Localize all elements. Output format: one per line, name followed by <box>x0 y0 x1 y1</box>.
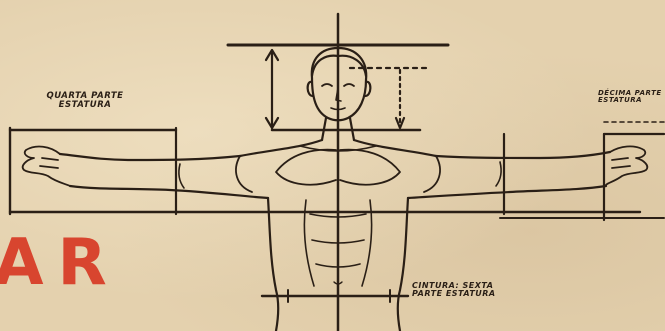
eye-right <box>344 84 354 86</box>
torso-right <box>398 198 408 331</box>
label-quarta-parte: QUARTA PARTE ESTATURA <box>26 92 144 110</box>
right-deltoid <box>424 156 440 192</box>
torso-left <box>268 198 278 331</box>
arm-right-bottom <box>408 186 606 198</box>
left-forearm-line <box>179 164 184 188</box>
right-forearm-line <box>496 162 501 186</box>
eye-left <box>322 84 332 86</box>
chest-right <box>340 150 400 185</box>
title-fragment: AR <box>0 226 121 300</box>
label-decima-parte: DÉCIMA PARTE ESTATURA <box>598 90 664 105</box>
arm-right-top <box>436 152 610 158</box>
label-cintura: CINTURA: SEXTA PARTE ESTATURA <box>412 282 522 299</box>
arm-left-bottom <box>70 186 268 198</box>
right-hand <box>606 146 648 186</box>
chest-left <box>276 150 336 185</box>
left-hand <box>23 147 70 186</box>
arm-left-top <box>60 154 240 160</box>
left-deltoid <box>236 156 252 192</box>
